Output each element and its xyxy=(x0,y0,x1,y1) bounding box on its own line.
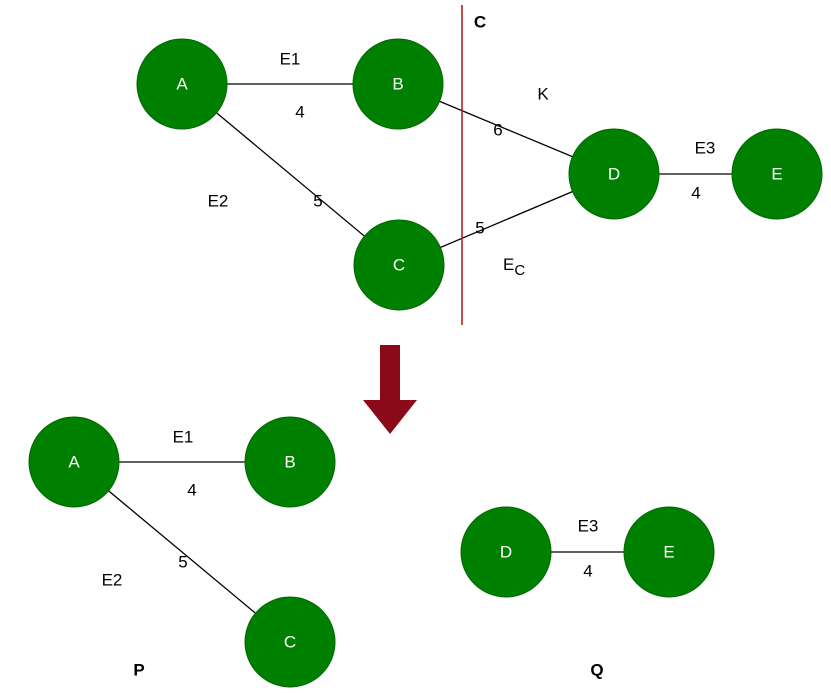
q-edge-d-e-name: E3 xyxy=(578,517,599,536)
down-arrow-icon xyxy=(363,345,417,434)
node-c: C xyxy=(353,219,445,311)
edge-a-c xyxy=(181,83,400,266)
p-node-a: A xyxy=(28,416,120,508)
node-d-label: D xyxy=(608,165,620,184)
p-edge-a-c-weight: 5 xyxy=(178,553,187,572)
p-node-b: B xyxy=(244,416,336,508)
node-e: E xyxy=(731,128,823,220)
q-node-e: E xyxy=(623,506,715,598)
node-b-label: B xyxy=(392,75,403,94)
edge-c-d-name: EC xyxy=(503,255,525,279)
edge-c-d-name-subscript: C xyxy=(514,262,525,279)
node-b: B xyxy=(352,38,444,130)
q-label: Q xyxy=(590,661,603,680)
node-c-label: C xyxy=(393,256,405,275)
p-node-c-label: C xyxy=(284,633,296,652)
p-edge-a-c xyxy=(73,461,291,643)
q-node-e-label: E xyxy=(663,543,674,562)
edge-b-d-weight: 6 xyxy=(493,121,502,140)
edge-a-c-weight: 5 xyxy=(313,192,322,211)
p-node-b-label: B xyxy=(284,453,295,472)
edge-a-c-name: E2 xyxy=(208,192,229,211)
edge-b-d-name: K xyxy=(537,85,549,104)
node-d: D xyxy=(568,128,660,220)
node-a: A xyxy=(136,38,228,130)
edge-a-b-name: E1 xyxy=(280,50,301,69)
q-node-d: D xyxy=(460,506,552,598)
cut-label: C xyxy=(474,13,486,32)
p-edge-a-b-weight: 4 xyxy=(187,481,196,500)
q-edge-d-e-weight: 4 xyxy=(583,562,592,581)
node-e-label: E xyxy=(771,165,782,184)
edge-a-b-weight: 4 xyxy=(295,103,304,122)
q-node-d-label: D xyxy=(500,543,512,562)
edge-d-e-weight: 4 xyxy=(691,184,700,203)
edge-d-e-name: E3 xyxy=(695,139,716,158)
edge-c-d-weight: 5 xyxy=(475,219,484,238)
p-label: P xyxy=(133,661,144,680)
p-edge-a-b-name: E1 xyxy=(173,428,194,447)
p-node-a-label: A xyxy=(68,453,80,472)
node-a-label: A xyxy=(176,75,188,94)
p-node-c: C xyxy=(244,596,336,688)
p-edge-a-c-name: E2 xyxy=(102,571,123,590)
